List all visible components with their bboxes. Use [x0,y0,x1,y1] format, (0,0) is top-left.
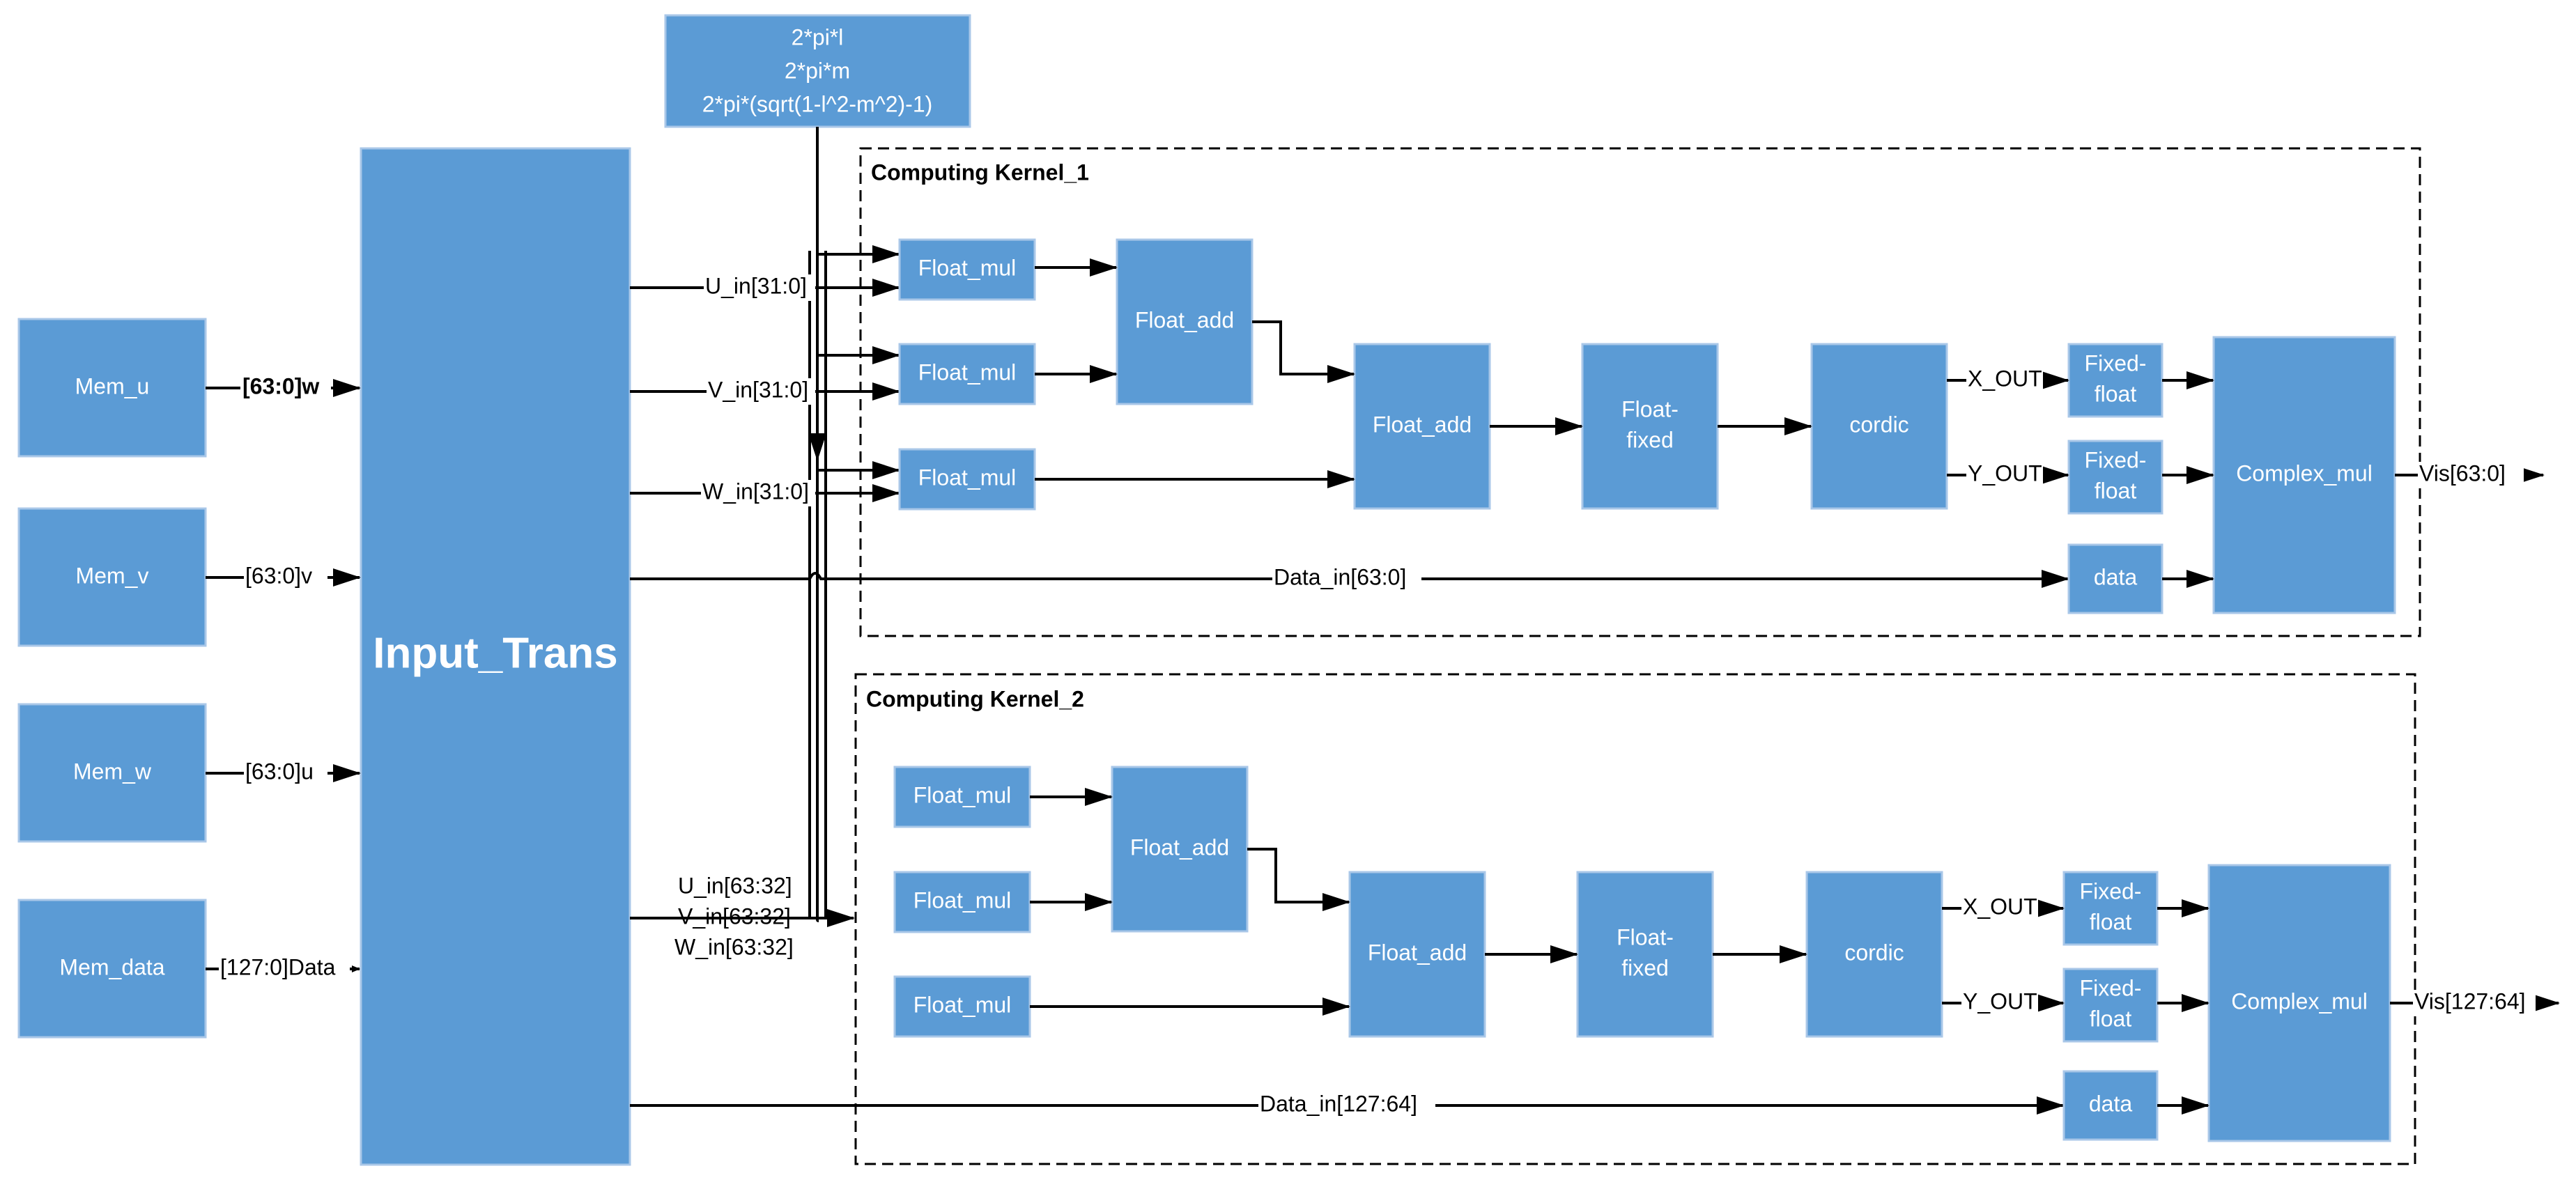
k1-u-in-label: U_in[31:0] [705,273,807,298]
k2-float-add-1 [1111,766,1249,933]
k1-fixed-float-1-label-1: Fixed- [2085,350,2147,375]
k1-fixed-float-1-label-2: float [2095,381,2137,406]
k1-float-add-1-label: Float_add [1135,307,1234,332]
mem-w-block [17,703,207,843]
k2-float-add-1-label: Float_add [1130,834,1229,860]
mem-data-signal: [127:0]Data [220,954,336,979]
k1-float-fixed-label-1: Float- [1621,396,1679,421]
k1-float-add-2 [1353,343,1491,510]
mem-u-label: Mem_u [75,373,150,398]
k2-complex-mul-label: Complex_mul [2231,988,2368,1014]
k2-fixed-float-1-label-2: float [2090,909,2132,934]
k2-u-in-label: U_in[63:32] [678,873,792,898]
params-line-1: 2*pi*l [792,24,844,49]
k1-float-mul-1-label: Float_mul [918,255,1017,280]
k2-float-mul-3-label: Float_mul [913,992,1012,1017]
k2-vis-label: Vis[127:64] [2414,988,2526,1014]
input-trans-block [360,147,631,1166]
k2-fixed-float-2 [2062,968,2159,1043]
kernel1-title: Computing Kernel_1 [871,160,1089,185]
k2-fixed-float-1-label-1: Fixed- [2080,878,2142,903]
k2-float-mul-1 [893,766,1031,828]
mem-v-signal: [63:0]v [245,563,312,588]
k1-w-in-label: W_in[31:0] [702,479,809,504]
k1-data-block [2067,543,2164,614]
params-line-2: 2*pi*m [785,58,850,83]
param-bus-join [816,919,819,922]
k2-cordic-label: cordic [1844,940,1904,965]
mem-v-label: Mem_v [76,563,149,588]
k1-complex-mul-label: Complex_mul [2236,460,2373,486]
k2-float-mul-2-label: Float_mul [913,887,1012,913]
mem-u-signal: [63:0]w [242,373,319,398]
k1-data-in-wire [630,570,2069,588]
mem-data-block [17,899,207,1039]
k2-fixed-float-2-label-1: Fixed- [2080,975,2142,1000]
k1-cordic-label: cordic [1849,412,1908,437]
k1-float-fixed-label-2: fixed [1626,427,1674,452]
k1-fixed-float-2-label-1: Fixed- [2085,447,2147,472]
k2-y-out-label: Y_OUT [1963,988,2037,1014]
k1-y-out-label: Y_OUT [1968,460,2042,486]
k2-data-in-label: Data_in[127:64] [1260,1091,1417,1116]
k2-fixed-float-2-label-2: float [2090,1006,2132,1031]
k1-float-mul-1 [898,238,1036,301]
k2-float-fixed [1576,871,1714,1038]
k2-float-mul-1-label: Float_mul [913,782,1012,807]
mem-w-signal: [63:0]u [245,759,314,784]
mem-u-block [17,318,207,458]
k2-float-fixed-label-1: Float- [1617,924,1674,949]
k1-fixed-float-2-label-2: float [2095,478,2137,503]
k1-v-in-label: V_in[31:0] [708,377,808,402]
mem-data-label: Mem_data [59,954,164,979]
k1-float-mul-3-label: Float_mul [918,465,1017,490]
kernel2-title: Computing Kernel_2 [866,686,1084,711]
k1-data-in-label: Data_in[63:0] [1274,564,1406,589]
k1-float-add-2-label: Float_add [1373,412,1472,437]
k2-x-out-label: X_OUT [1963,894,2037,919]
k2-data-label: data [2089,1091,2132,1116]
k2-float-add-2 [1348,871,1486,1038]
mem-v-block [17,507,207,647]
mem-w-label: Mem_w [73,759,152,784]
k2-float-mul-3 [893,975,1031,1038]
params-line-3: 2*pi*(sqrt(1-l^2-m^2)-1) [702,91,933,116]
k1-float-mul-2-label: Float_mul [918,359,1017,385]
input-trans-label: Input_Trans [373,629,617,677]
k2-w-in-label: W_in[63:32] [674,934,794,959]
k2-float-fixed-label-2: fixed [1621,955,1669,980]
k2-float-add-2-label: Float_add [1368,940,1467,965]
k1-wire-add1-add2 [1252,320,1355,383]
k2-wire-add1-add2 [1247,848,1350,911]
k1-data-label: data [2094,564,2137,589]
k1-float-mul-2 [898,343,1036,405]
k2-float-mul-2 [893,871,1031,933]
params-box [664,14,971,128]
kernel2-frame [854,673,2416,1165]
k2-data-block [2062,1070,2159,1141]
k1-vis-label: Vis[63:0] [2419,460,2506,486]
k2-v-in-label: V_in[63:32] [678,903,791,929]
k1-x-out-label: X_OUT [1968,366,2042,391]
k1-float-fixed [1581,343,1719,510]
k2-cordic [1805,871,1943,1038]
